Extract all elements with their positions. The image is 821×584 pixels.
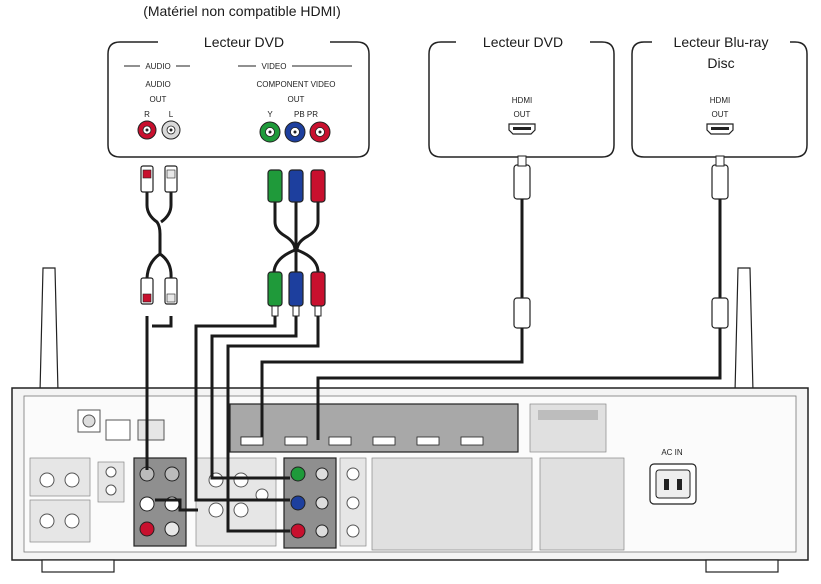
audio-out-label-2: OUT bbox=[150, 95, 167, 104]
dvd-hdmi-label: HDMI bbox=[512, 96, 532, 105]
dvd-player-title-right: Lecteur DVD bbox=[483, 34, 563, 50]
audio-l-jack bbox=[161, 120, 181, 140]
bluray-player-panel: Lecteur Blu-ray Disc HDMI OUT bbox=[631, 34, 808, 158]
dvd-out-label: OUT bbox=[514, 110, 531, 119]
bluray-title-line2: Disc bbox=[707, 55, 734, 71]
non-hdmi-note: (Matériel non compatible HDMI) bbox=[143, 3, 341, 19]
bluray-hdmi-label: HDMI bbox=[710, 96, 730, 105]
component-video-label-2: OUT bbox=[288, 95, 305, 104]
ac-in-label: AC IN bbox=[661, 448, 683, 457]
audio-out-label-1: AUDIO bbox=[145, 80, 170, 89]
cables bbox=[140, 155, 729, 533]
audio-r-label: R bbox=[144, 110, 150, 119]
bluray-title-line1: Lecteur Blu-ray bbox=[674, 34, 769, 50]
video-y-label: Y bbox=[267, 110, 273, 119]
video-y-jack bbox=[259, 121, 281, 143]
video-section-header: VIDEO bbox=[262, 62, 287, 71]
dvd-player-title-left: Lecteur DVD bbox=[204, 34, 284, 50]
audio-l-label: L bbox=[169, 110, 174, 119]
component-video-cable bbox=[267, 169, 326, 317]
bluray-hdmi-cable bbox=[316, 155, 729, 440]
audio-section-header: AUDIO bbox=[145, 62, 170, 71]
bluray-out-label: OUT bbox=[712, 110, 729, 119]
dvd-hdmi-cable bbox=[260, 155, 531, 440]
dvd-player-panel-left: Lecteur DVD AUDIO VIDEO AUDIO OUT R L CO… bbox=[107, 34, 370, 158]
receiver-hdmi-inputs bbox=[240, 436, 484, 446]
audio-r-jack bbox=[137, 120, 157, 140]
bluray-hdmi-port bbox=[706, 123, 734, 135]
dvd-hdmi-port bbox=[508, 123, 536, 135]
ac-inlet bbox=[649, 463, 697, 505]
component-video-label-1: COMPONENT VIDEO bbox=[257, 80, 336, 89]
video-pb-jack bbox=[284, 121, 306, 143]
audio-rca-cable bbox=[140, 165, 178, 305]
video-pbpr-label: PB PR bbox=[294, 110, 318, 119]
av-receiver-rear-panel: AC IN bbox=[11, 267, 809, 573]
dvd-player-panel-right: Lecteur DVD HDMI OUT bbox=[428, 34, 615, 158]
video-pr-jack bbox=[309, 121, 331, 143]
